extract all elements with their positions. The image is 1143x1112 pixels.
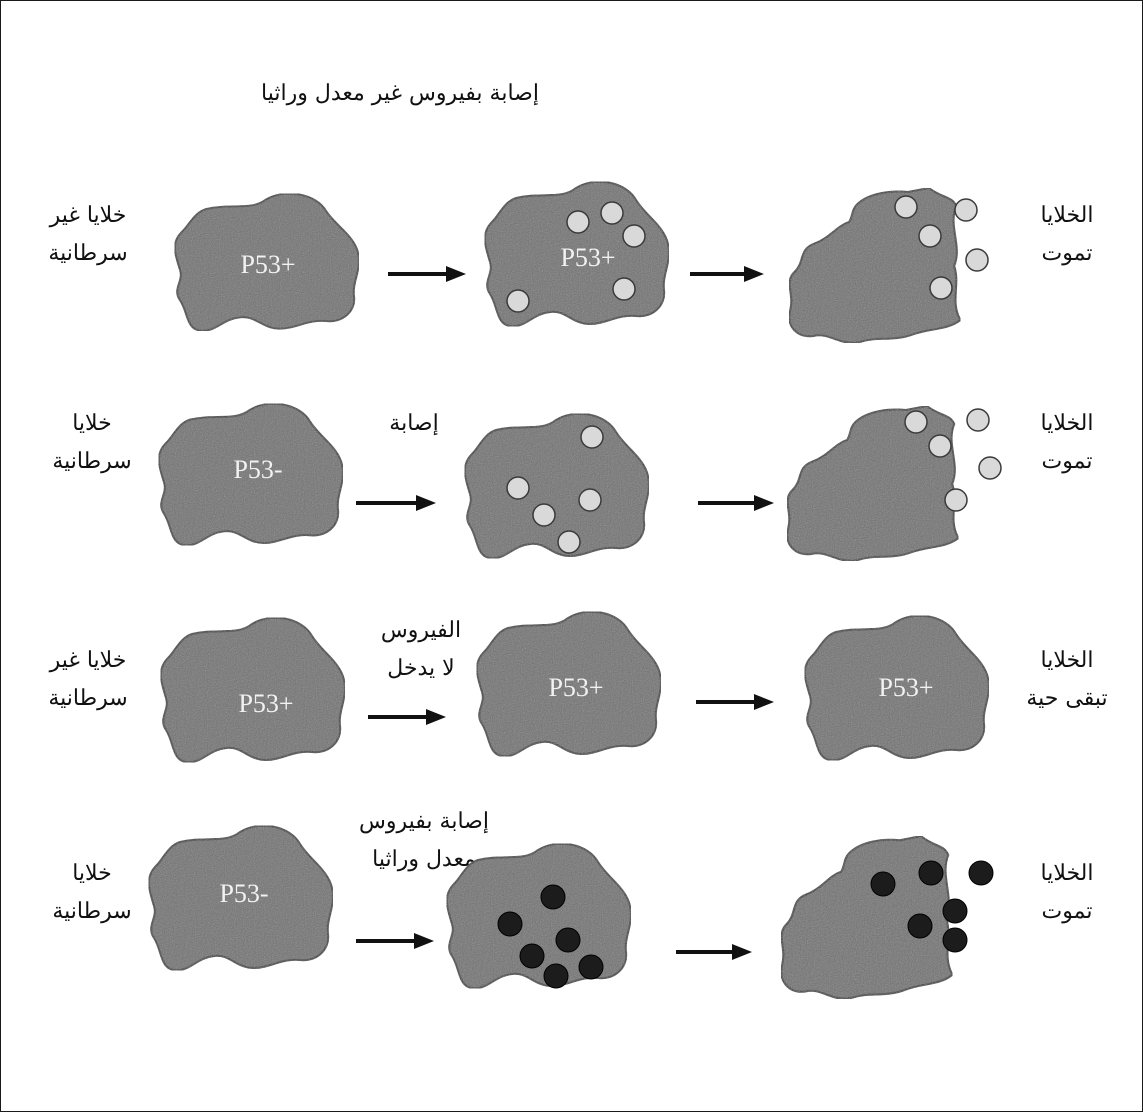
row-4-left-label-line-2: سرطانية	[52, 899, 131, 924]
row-3-right-label-line-2: تبقى حية	[1026, 686, 1107, 711]
cell-label-p53-negative: P53-	[219, 879, 268, 908]
modified-virus-particles	[497, 884, 604, 989]
row-2: خلايا سرطانية P53- إصابة	[52, 402, 1094, 562]
cell-label-p53-positive: P53+	[548, 673, 603, 702]
diagram-title: إصابة بفيروس غير معدل وراثيا	[261, 81, 539, 106]
cell-label-p53-positive: P53+	[560, 243, 615, 272]
row-3: خلايا غير سرطانية P53+ الفيروس لا يدخل P…	[48, 610, 1108, 764]
cell-label-p53-positive: P53+	[240, 250, 295, 279]
row-2-right-label-line-1: الخلايا	[1041, 411, 1094, 436]
virus-particles	[506, 201, 646, 313]
row-1-left-label-line-1: خلايا غير	[49, 203, 127, 228]
cell-label-p53-negative: P53-	[233, 455, 282, 484]
row-1-right-label-line-2: تموت	[1042, 241, 1093, 266]
row-4-middle-label-line-1: إصابة بفيروس	[359, 809, 489, 834]
virus-particles	[506, 425, 604, 554]
row-3-right-label-line-1: الخلايا	[1041, 648, 1094, 673]
arrow-right-icon	[676, 944, 752, 960]
arrow-right-icon	[698, 495, 774, 511]
row-3-middle-label-line-1: الفيروس	[381, 618, 461, 643]
row-4-middle-label-line-2: معدل وراثيا	[372, 847, 476, 872]
row-3-middle-label-line-2: لا يدخل	[387, 656, 454, 681]
arrow-right-icon	[690, 266, 764, 282]
row-1-left-label-line-2: سرطانية	[48, 241, 127, 266]
row-2-right-label-line-2: تموت	[1042, 449, 1093, 474]
row-3-left-label-line-1: خلايا غير	[49, 648, 127, 673]
arrow-right-icon	[696, 694, 774, 710]
row-1-right-label-line-1: الخلايا	[1041, 203, 1094, 228]
row-4-right-label-line-1: الخلايا	[1041, 861, 1094, 886]
virus-particles-released	[904, 408, 1002, 512]
row-4-left-label-line-1: خلايا	[72, 861, 112, 886]
row-3-left-label-line-2: سرطانية	[48, 686, 127, 711]
cell-infected	[463, 412, 650, 560]
arrow-right-icon	[368, 709, 446, 725]
cell-label-p53-positive: P53+	[878, 673, 933, 702]
arrow-right-icon	[388, 266, 466, 282]
virus-particles-released	[894, 195, 989, 300]
row-2-middle-label: إصابة	[389, 411, 438, 436]
row-2-left-label-line-1: خلايا	[72, 411, 112, 436]
row-4: خلايا سرطانية P53- إصابة بفيروس معدل ورا…	[52, 809, 1094, 1000]
cell-dying	[786, 404, 960, 562]
row-2-left-label-line-2: سرطانية	[52, 449, 131, 474]
arrow-right-icon	[356, 495, 436, 511]
cell-dying	[788, 186, 962, 344]
row-4-right-label-line-2: تموت	[1042, 899, 1093, 924]
arrow-right-icon	[356, 933, 434, 949]
cell-label-p53-positive: P53+	[238, 689, 293, 718]
row-1: خلايا غير سرطانية P53+ P53+	[48, 180, 1094, 344]
modified-virus-particles-released	[870, 860, 994, 953]
